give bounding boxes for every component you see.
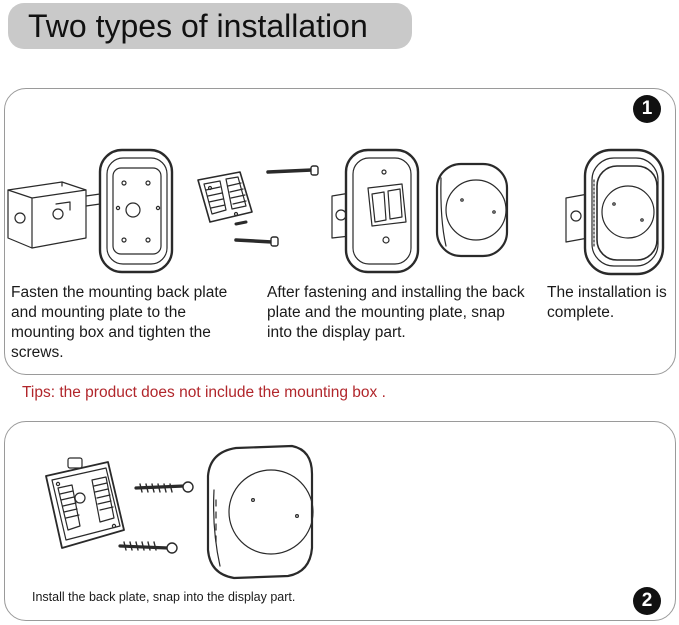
mounted-plate-illustration: [332, 150, 418, 272]
tips-note: Tips: the product does not include the m…: [22, 384, 386, 402]
screw-illustration-2: [120, 482, 193, 553]
method-2-instruction: Install the back plate, snap into the di…: [32, 590, 295, 604]
back-plate-illustration: [198, 172, 252, 222]
mounting-plate-illustration: [100, 150, 172, 272]
mounting-box-illustration: [8, 182, 100, 248]
installed-device-illustration: [566, 150, 663, 274]
back-plate-illustration-2: [46, 458, 124, 548]
step-2-instruction: After fastening and installing the back …: [267, 283, 529, 343]
step-3-instruction: The installation is complete.: [547, 283, 672, 323]
step-1-instruction: Fasten the mounting back plate and mount…: [11, 283, 251, 363]
display-unit-illustration: [437, 164, 507, 256]
step-number-2-badge: 2: [633, 587, 661, 615]
step-number-1-badge: 1: [633, 95, 661, 123]
display-unit-illustration-2: [208, 446, 313, 578]
